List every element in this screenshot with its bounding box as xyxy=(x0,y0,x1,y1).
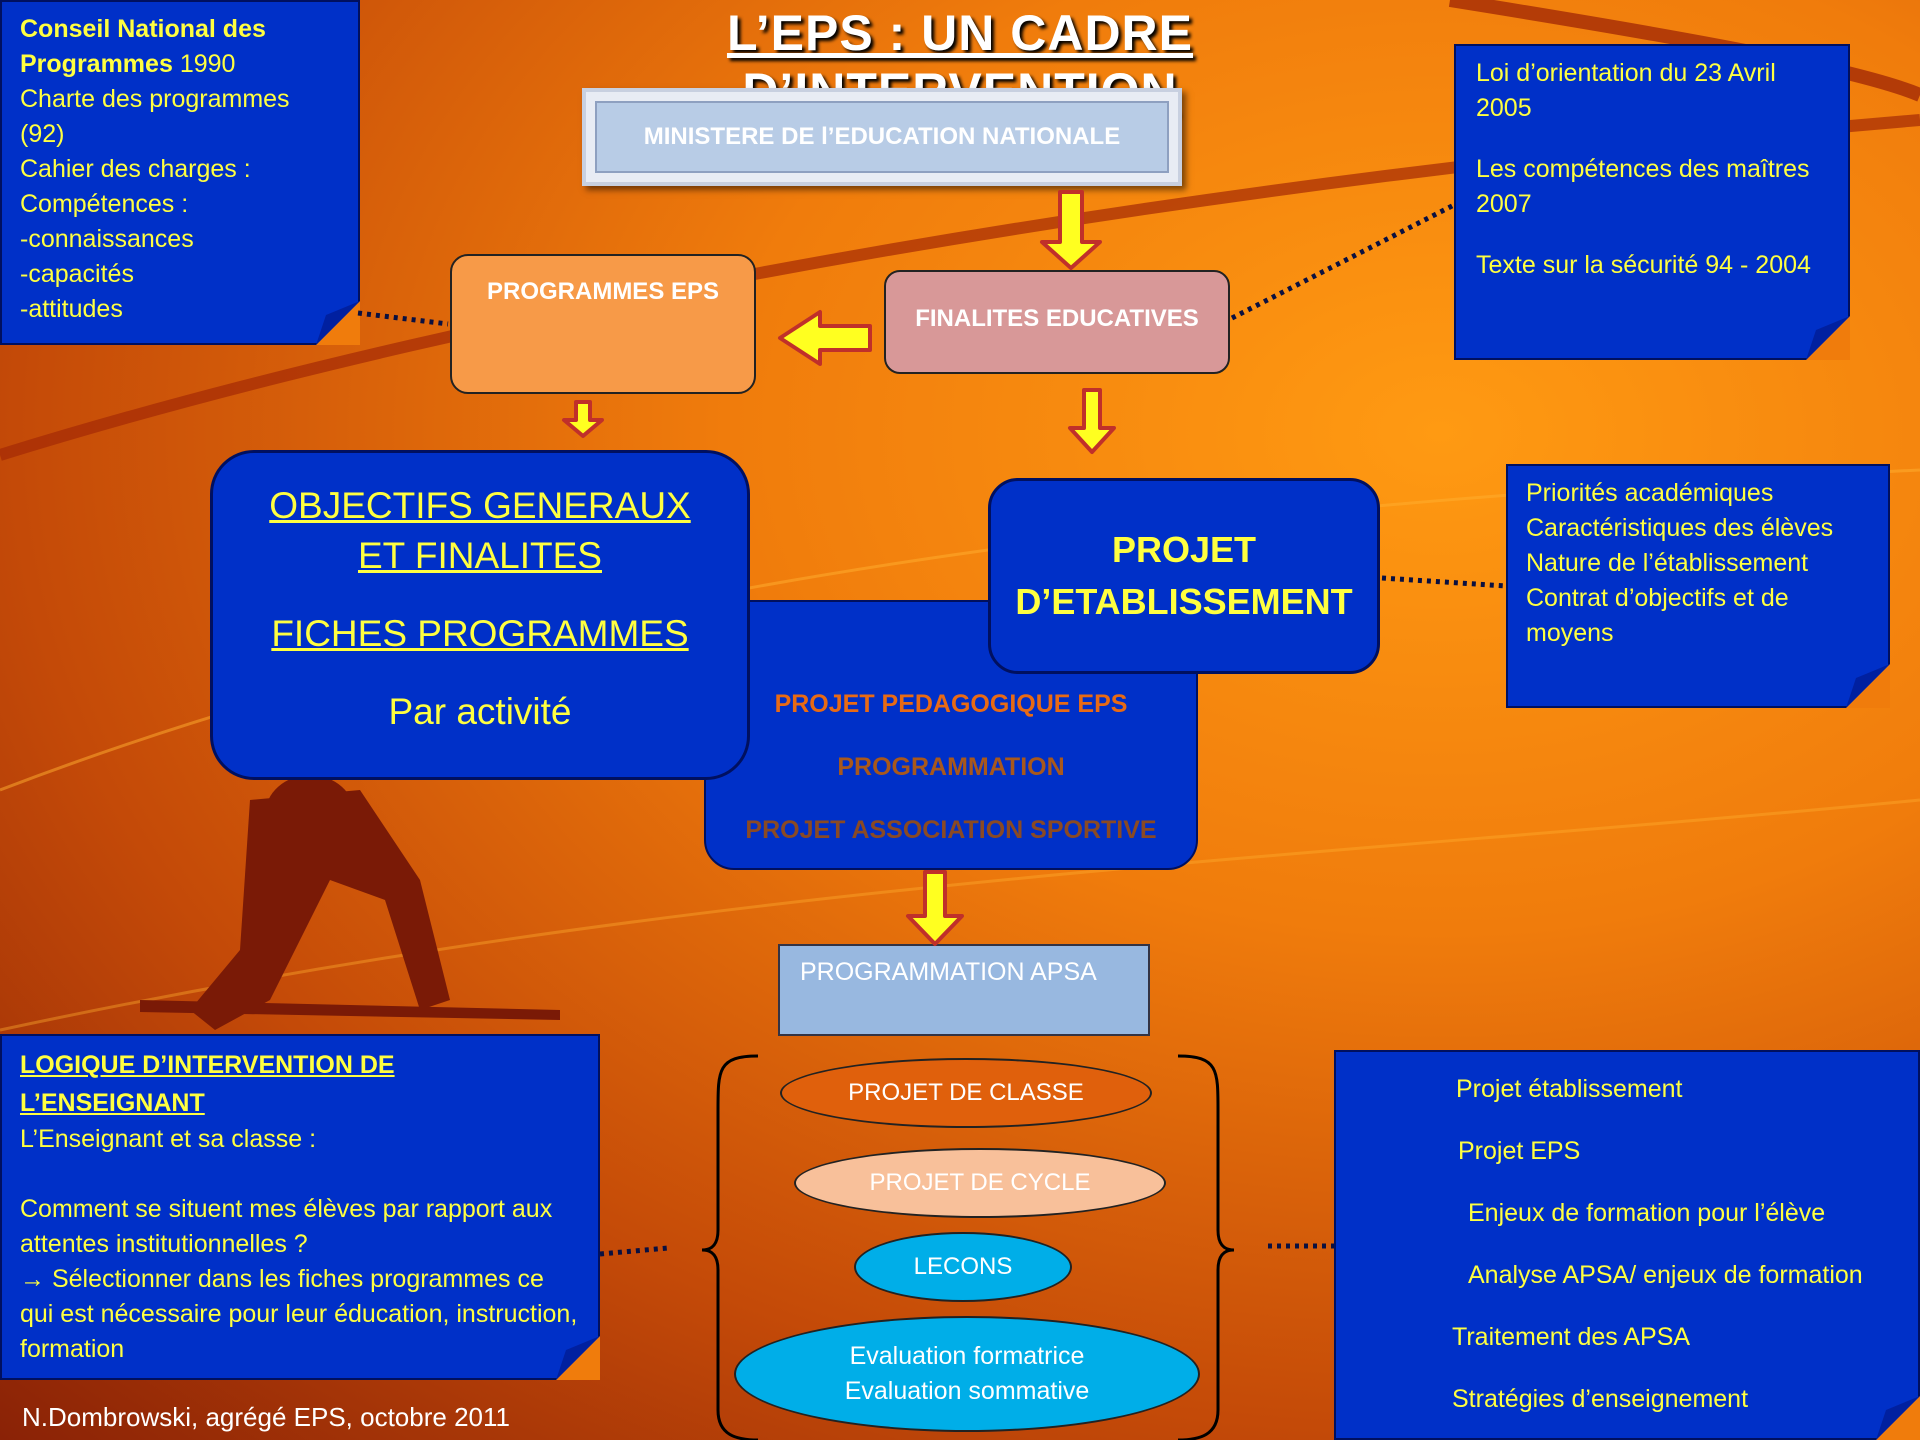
note-conseil-national: Conseil National des Programmes 1990 Cha… xyxy=(0,0,360,345)
note-line: Les compétences des maîtres 2007 xyxy=(1476,155,1810,218)
finalites-educatives-box: FINALITES EDUCATIVES xyxy=(884,270,1230,374)
page-fold-icon xyxy=(1876,1396,1920,1440)
ministere-label: MINISTERE DE l’EDUCATION NATIONALE xyxy=(595,101,1169,173)
objectifs-box: OBJECTIFS GENERAUX ET FINALITES FICHES P… xyxy=(210,450,750,780)
note-line: (92) xyxy=(20,120,65,148)
note-line: Projet établissement xyxy=(1456,1075,1683,1103)
left-brace xyxy=(701,1054,759,1440)
projet-de-classe-oval: PROJET DE CLASSE xyxy=(780,1058,1152,1128)
down-arrow-icon xyxy=(1040,190,1102,270)
note-line: Enjeux de formation pour l’élève xyxy=(1468,1199,1826,1227)
note-line: L’Enseignant et sa classe : xyxy=(20,1125,317,1153)
note-text: 1990 xyxy=(179,50,236,78)
page-fold-icon xyxy=(1806,316,1850,360)
note-line: Compétences : xyxy=(20,190,189,218)
note-line: Comment se situent mes élèves par rappor… xyxy=(20,1195,553,1258)
note-line: Caractéristiques des élèves xyxy=(1526,514,1834,542)
note-line: -capacités xyxy=(20,260,134,288)
projet-de-cycle-oval: PROJET DE CYCLE xyxy=(794,1148,1166,1218)
programmation-label: PROGRAMMATION xyxy=(837,753,1065,781)
runner-silhouette xyxy=(140,775,560,1030)
left-arrow-icon xyxy=(778,310,872,366)
right-brace xyxy=(1177,1054,1235,1440)
objectifs-title: OBJECTIFS GENERAUX ET FINALITES xyxy=(269,485,691,576)
par-activite-label: Par activité xyxy=(388,691,572,732)
note-line: Conseil National des Programmes 1990 xyxy=(20,12,340,82)
note-lois: Loi d’orientation du 23 Avril 2005 Les c… xyxy=(1454,44,1850,360)
down-arrow-icon xyxy=(1068,388,1116,454)
note-line: Charte des programmes xyxy=(20,85,290,113)
note-line: -connaissances xyxy=(20,225,194,253)
note-heading: LOGIQUE D’INTERVENTION DE L’ENSEIGNANT xyxy=(20,1051,395,1117)
fiches-programmes-label: FICHES PROGRAMMES xyxy=(271,613,689,654)
note-projets: Projet établissement Projet EPS Enjeux d… xyxy=(1334,1050,1920,1440)
swoosh-line xyxy=(0,798,1920,1032)
note-line: -attitudes xyxy=(20,295,123,323)
lecons-oval: LECONS xyxy=(854,1232,1072,1302)
note-line: Cahier des charges : xyxy=(20,155,251,183)
note-line: → Sélectionner dans les fiches programme… xyxy=(20,1265,578,1363)
down-arrow-icon xyxy=(562,400,604,438)
author-credit: N.Dombrowski, agrégé EPS, octobre 2011 xyxy=(22,1402,510,1432)
association-sportive-label: PROJET ASSOCIATION SPORTIVE xyxy=(745,816,1157,844)
page-fold-icon xyxy=(556,1336,600,1380)
down-arrow-icon xyxy=(906,870,964,946)
note-line: Projet EPS xyxy=(1458,1137,1581,1165)
programmation-apsa-box: PROGRAMMATION APSA xyxy=(778,944,1150,1036)
programmes-eps-box: PROGRAMMES EPS xyxy=(450,254,756,394)
evaluation-sommative-label: Evaluation sommative xyxy=(844,1377,1090,1405)
connector-line xyxy=(1381,575,1507,589)
note-line: Analyse APSA/ enjeux de formation xyxy=(1468,1261,1863,1289)
page-fold-icon xyxy=(316,301,360,345)
evaluation-formatrice-label: Evaluation formatrice xyxy=(849,1342,1085,1370)
note-heading: Conseil National des Programmes xyxy=(20,15,266,78)
connector-line xyxy=(1230,202,1456,321)
note-line: Traitement des APSA xyxy=(1452,1323,1691,1351)
note-line: Contrat d’objectifs et de moyens xyxy=(1526,584,1789,647)
page-fold-icon xyxy=(1846,664,1890,708)
braces-decoration xyxy=(701,1054,1235,1440)
note-line: Texte sur la sécurité 94 - 2004 xyxy=(1476,251,1811,279)
projet-pedagogique-label: PROJET PEDAGOGIQUE EPS xyxy=(774,690,1128,718)
evaluation-oval: Evaluation formatrice Evaluation sommati… xyxy=(734,1316,1200,1432)
note-logique-intervention: LOGIQUE D’INTERVENTION DE L’ENSEIGNANT L… xyxy=(0,1034,600,1380)
connector-line xyxy=(357,310,449,327)
connector-line xyxy=(599,1245,669,1257)
note-line: Stratégies d’enseignement xyxy=(1452,1385,1749,1413)
note-line: Nature de l’établissement xyxy=(1526,549,1809,577)
note-line: Priorités académiques xyxy=(1526,479,1774,507)
projet-etablissement-box: PROJET D’ETABLISSEMENT xyxy=(988,478,1380,674)
ministere-box: MINISTERE DE l’EDUCATION NATIONALE xyxy=(582,88,1182,186)
note-line: Loi d’orientation du 23 Avril 2005 xyxy=(1476,59,1776,122)
note-priorites: Priorités académiques Caractéristiques d… xyxy=(1506,464,1890,708)
